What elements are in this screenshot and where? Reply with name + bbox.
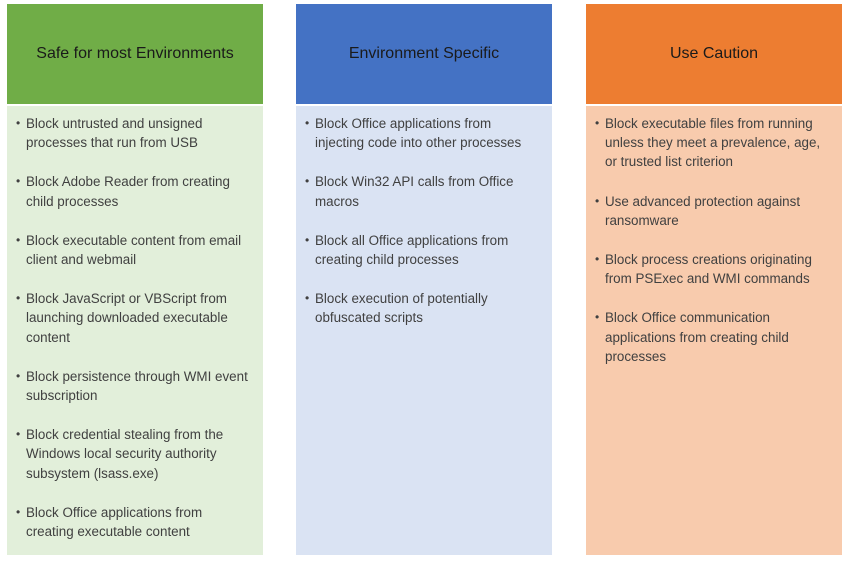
list-item: Block credential stealing from the Windo…: [16, 425, 253, 483]
list-item: Use advanced protection against ransomwa…: [595, 192, 832, 230]
column-environment-specific: Environment Specific Block Office applic…: [296, 4, 552, 555]
list-item: Block executable files from running unle…: [595, 114, 832, 172]
list-item: Block JavaScript or VBScript from launch…: [16, 289, 253, 347]
list-item: Block untrusted and unsigned processes t…: [16, 114, 253, 152]
column-body: Block Office applications from injecting…: [296, 106, 552, 555]
list-item: Block Win32 API calls from Office macros: [305, 172, 542, 210]
column-header: Environment Specific: [296, 4, 552, 104]
column-title: Safe for most Environments: [36, 45, 234, 62]
column-header: Safe for most Environments: [7, 4, 263, 104]
list-item: Block all Office applications from creat…: [305, 231, 542, 269]
column-body: Block untrusted and unsigned processes t…: [7, 106, 263, 555]
list-item: Block execution of potentially obfuscate…: [305, 289, 542, 327]
rule-list: Block Office applications from injecting…: [296, 106, 552, 328]
column-title: Environment Specific: [348, 45, 500, 62]
column-title: Use Caution: [669, 45, 759, 62]
column-header: Use Caution: [586, 4, 842, 104]
list-item: Block Office communication applications …: [595, 308, 832, 366]
list-item: Block process creations originating from…: [595, 250, 832, 288]
column-safe-for-most-environments: Safe for most Environments Block untrust…: [7, 4, 263, 555]
list-item: Block persistence through WMI event subs…: [16, 367, 253, 405]
list-item: Block Office applications from creating …: [16, 503, 253, 541]
column-body: Block executable files from running unle…: [586, 106, 842, 555]
rule-list: Block executable files from running unle…: [586, 106, 842, 366]
column-use-caution: Use Caution Block executable files from …: [586, 4, 842, 555]
list-item: Block Adobe Reader from creating child p…: [16, 172, 253, 210]
list-item: Block Office applications from injecting…: [305, 114, 542, 152]
rule-list: Block untrusted and unsigned processes t…: [7, 106, 263, 541]
list-item: Block executable content from email clie…: [16, 231, 253, 269]
